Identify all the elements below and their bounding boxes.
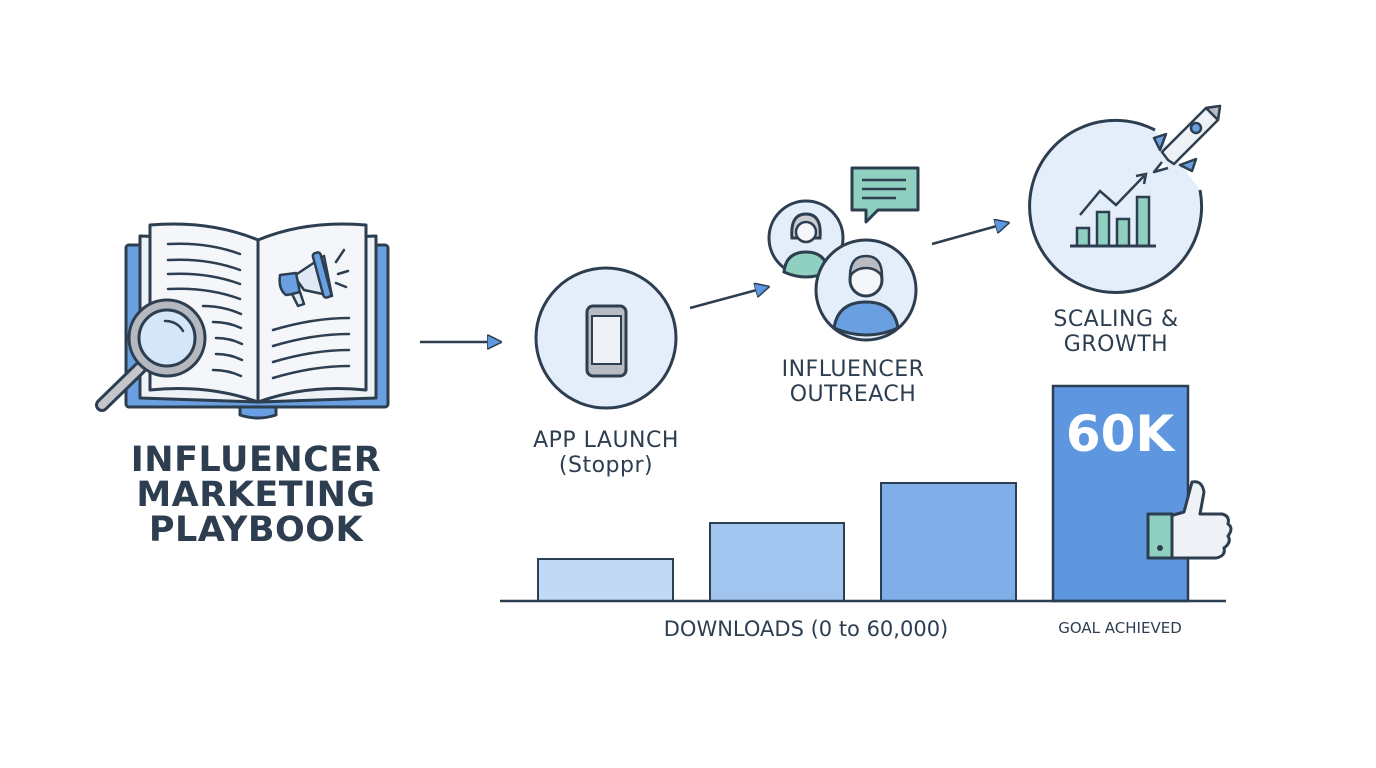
rocket-icon <box>1152 104 1222 174</box>
flow-arrow <box>689 288 764 310</box>
chat-bubble-icon <box>850 166 920 224</box>
step-app-launch-label: APP LAUNCH (Stoppr) <box>533 428 679 478</box>
step-outreach-label: INFLUENCER OUTREACH <box>782 357 925 407</box>
downloads-bar-3 <box>880 482 1017 602</box>
open-book-icon <box>95 222 390 420</box>
downloads-bar-1 <box>537 558 674 602</box>
people-chat-icon <box>767 166 920 342</box>
flow-arrow <box>931 224 1004 246</box>
step-label-line: GROWTH <box>1063 332 1169 357</box>
playbook-title-line: PLAYBOOK <box>148 510 364 550</box>
downloads-axis-label: DOWNLOADS (0 to 60,000) <box>663 617 949 641</box>
downloads-bars <box>537 384 1190 603</box>
goal-achieved-label: GOAL ACHIEVED <box>1058 619 1182 637</box>
downloads-bar-goal <box>1051 384 1190 603</box>
step-label-line: INFLUENCER <box>781 357 925 382</box>
smartphone-icon <box>534 266 678 410</box>
step-label-line: (Stoppr) <box>558 453 654 478</box>
goal-value-label: 60K <box>1065 405 1175 463</box>
step-label-line: APP LAUNCH <box>533 428 679 453</box>
playbook-title-line: INFLUENCER <box>130 440 382 480</box>
playbook-title: INFLUENCER MARKETING PLAYBOOK <box>131 443 381 548</box>
step-label-line: SCALING & <box>1053 307 1179 332</box>
downloads-bar-2 <box>709 522 845 602</box>
thumbs-up-icon <box>1146 480 1233 560</box>
playbook-title-line: MARKETING <box>136 475 376 515</box>
megaphone-icon <box>278 251 334 308</box>
magnifying-glass-icon <box>95 298 207 412</box>
growth-chart-rocket-icon <box>1028 104 1222 294</box>
step-scaling-label: SCALING & GROWTH <box>1053 307 1178 357</box>
step-label-line: OUTREACH <box>789 382 917 407</box>
